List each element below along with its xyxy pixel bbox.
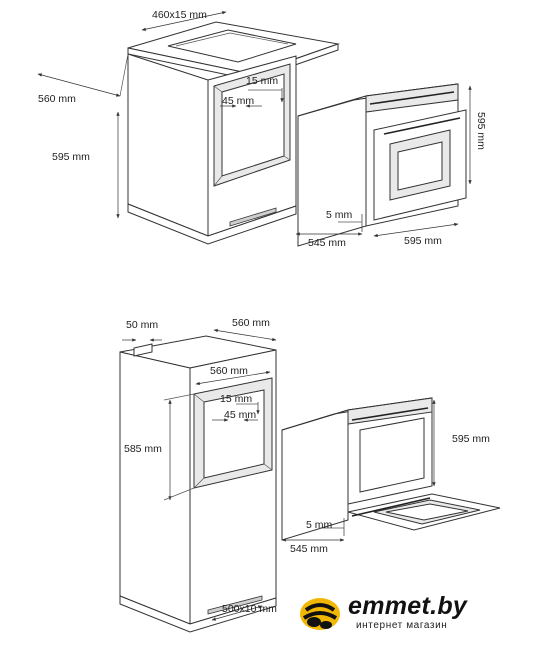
label-top-oven-width: 595 mm [404, 235, 442, 247]
tall-cabinet [119, 335, 277, 633]
label-top-front-lip: 5 mm [326, 209, 353, 221]
label-top-cutout: 460x15 mm [152, 9, 207, 21]
brand-name: emmet.by [348, 592, 468, 620]
label-top-gap-side: 45 mm [222, 95, 254, 107]
label-bottom-gap-side: 45 mm [224, 409, 256, 421]
label-bottom-oven-depth: 545 mm [290, 543, 328, 555]
label-bottom-gap-top: 15 mm [220, 393, 252, 405]
label-bottom-niche-width: 560 mm [210, 365, 248, 377]
label-bottom-vent-cutout: 500x10 mm [222, 603, 277, 615]
bottom-dimensions [122, 328, 436, 621]
label-bottom-niche-height: 585 mm [124, 443, 162, 455]
bottom-oven [281, 397, 501, 541]
brand-tagline: интернет магазин [356, 620, 448, 631]
top-cabinet [127, 21, 340, 245]
bee-logo-icon [300, 598, 340, 630]
label-bottom-oven-height: 595 mm [452, 433, 490, 445]
label-bottom-front-lip: 5 mm [306, 519, 333, 531]
label-top-depth: 560 mm [38, 93, 76, 105]
label-top-height: 595 mm [52, 151, 90, 163]
label-top-oven-depth: 545 mm [308, 237, 346, 249]
label-bottom-cabinet-depth: 560 mm [232, 317, 270, 329]
brand-watermark: emmet.by интернет магазин [296, 592, 536, 636]
label-bottom-side-gap: 50 mm [126, 319, 158, 331]
label-top-oven-height: 595 mm [475, 112, 487, 150]
label-top-gap-top: 15 mm [246, 75, 278, 87]
top-dimensions [37, 11, 472, 238]
top-oven [297, 83, 467, 247]
